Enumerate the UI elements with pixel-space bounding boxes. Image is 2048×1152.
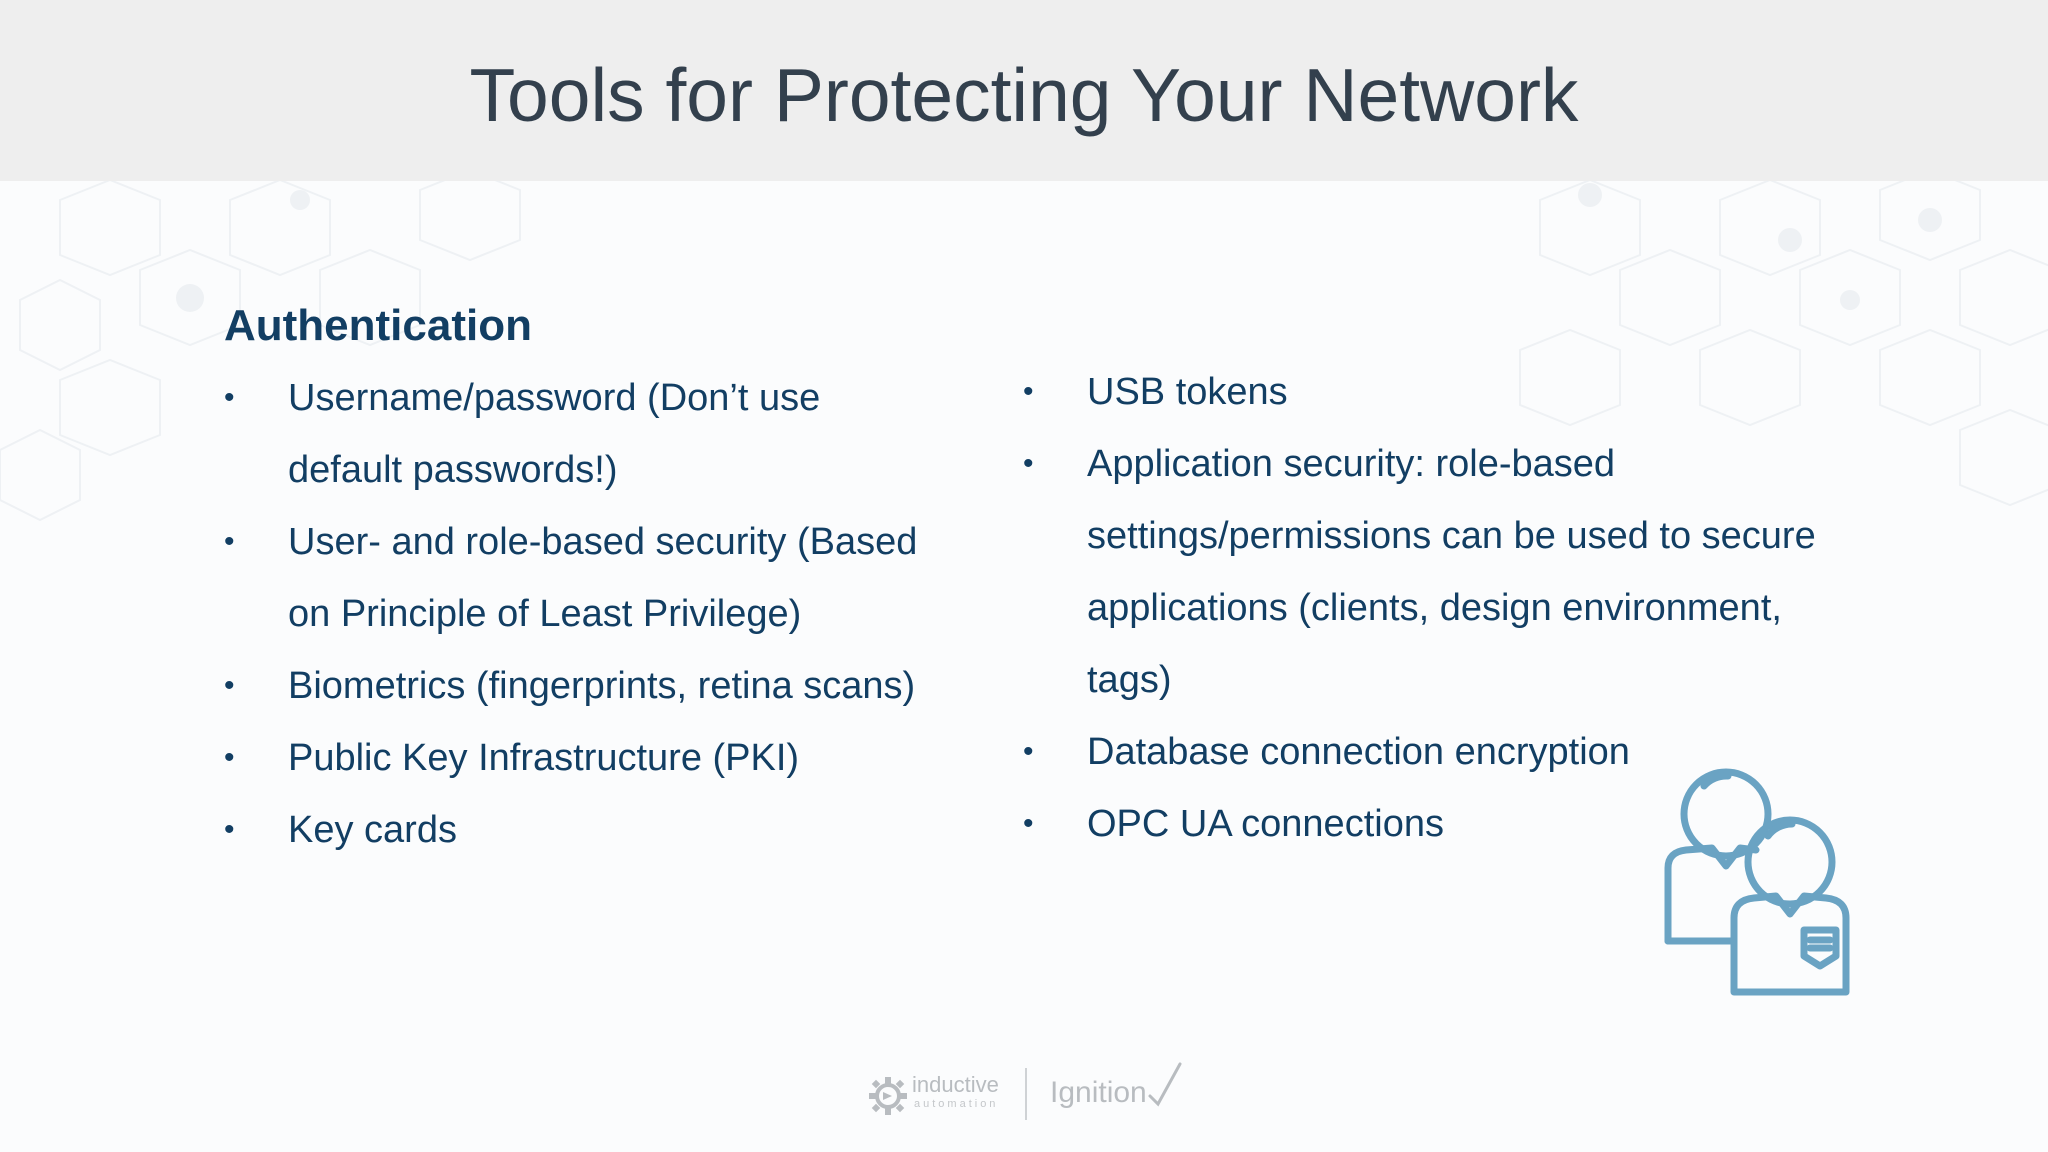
list-item: • Database connection encryption [1023,716,1843,788]
bullet-icon: • [224,813,235,846]
list-item-text: OPC UA connections [1087,803,1444,845]
list-item: • Key cards [224,794,924,866]
list-item: • OPC UA connections [1023,788,1843,860]
gear-icon [869,1077,907,1115]
bullet-icon: • [224,525,235,558]
bullet-icon: • [1023,807,1034,840]
list-item: • User- and role-based security (Based o… [224,506,924,650]
list-item-text: Username/password (Don’t use default pas… [288,377,821,491]
slide-title: Tools for Protecting Your Network [469,53,1579,137]
right-column: • USB tokens • Application security: rol… [1023,356,1843,860]
list-item: • Username/password (Don’t use default p… [224,362,924,506]
list-item-text: Key cards [288,809,457,851]
security-tools-list: • USB tokens • Application security: rol… [1023,356,1843,860]
list-item-text: USB tokens [1087,371,1288,413]
bullet-icon: • [224,381,235,414]
footer-product-name: Ignition [1050,1076,1147,1109]
list-item-text: Database connection encryption [1087,731,1630,773]
checkmark-icon [1148,1062,1182,1107]
footer-brand-name: inductive [912,1072,999,1097]
title-band [0,0,2048,181]
footer-brand-subtitle: automation [914,1098,999,1110]
list-item: • Public Key Infrastructure (PKI) [224,722,924,794]
authentication-list: • Username/password (Don’t use default p… [224,362,924,866]
list-item-text: Biometrics (fingerprints, retina scans) [288,665,916,707]
list-item: • Biometrics (fingerprints, retina scans… [224,650,924,722]
list-item: • USB tokens [1023,356,1843,428]
left-column: Authentication • Username/password (Don’… [224,294,924,866]
list-item-text: User- and role-based security (Based on … [288,521,918,635]
footer-branding: inductive automation Ignition [860,1056,1190,1120]
list-item: • Application security: role-based setti… [1023,428,1843,716]
bullet-icon: • [1023,735,1034,768]
list-item-text: Application security: role-based setting… [1087,443,1816,701]
users-security-icon [1664,768,1850,996]
bullet-icon: • [224,669,235,702]
section-heading-authentication: Authentication [224,301,532,350]
bullet-icon: • [1023,447,1034,480]
bullet-icon: • [224,741,235,774]
list-item-text: Public Key Infrastructure (PKI) [288,737,800,779]
bullet-icon: • [1023,375,1034,408]
hexagon-pattern-background [0,180,2048,522]
footer-divider [1025,1068,1027,1120]
